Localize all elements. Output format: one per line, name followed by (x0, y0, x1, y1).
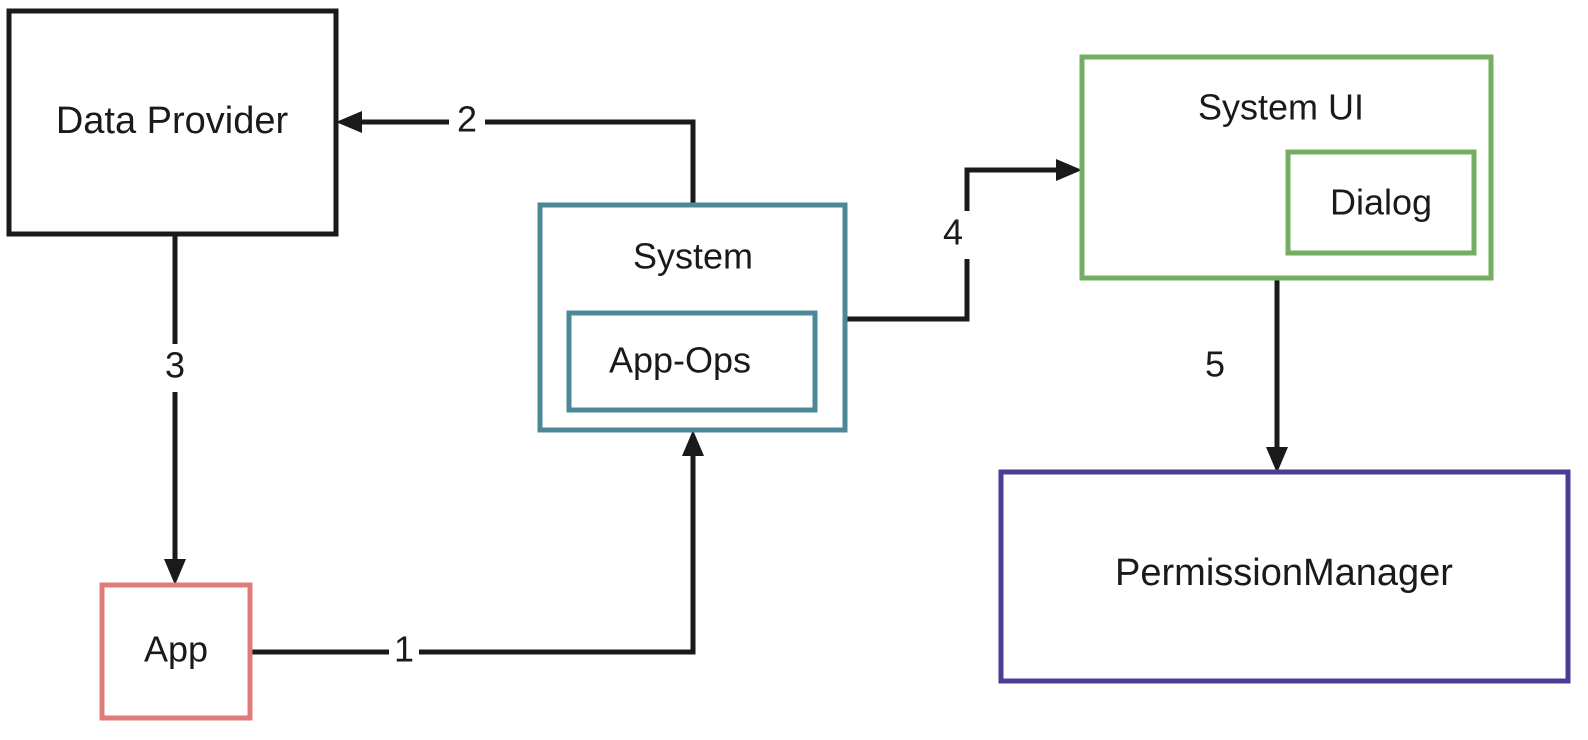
edge-line-2 (344, 119, 696, 205)
node-label-system: System (633, 236, 753, 277)
arrowhead-5 (1266, 447, 1288, 473)
node-box-app[interactable] (99, 582, 253, 721)
node-label-permission-manager: PermissionManager (1115, 552, 1453, 594)
edge-line-1 (252, 438, 696, 655)
arrowhead-4 (1056, 159, 1082, 181)
node-label-system-ui: System UI (1198, 87, 1364, 128)
edge-label-4: 4 (943, 212, 963, 253)
arrowhead-3 (164, 559, 186, 585)
node-label-app: App (144, 629, 208, 670)
edge-labels-layer: 1 2 3 4 5 (160, 99, 1225, 674)
node-app-ops[interactable]: App-Ops (566, 310, 818, 413)
edge-label-2: 2 (457, 99, 477, 140)
edge-label-group-1: 1 (389, 629, 419, 674)
node-app[interactable]: App (99, 582, 253, 721)
node-box-app-ops[interactable] (566, 310, 818, 413)
edge-label-backdrop-4 (936, 211, 970, 259)
node-dialog[interactable]: Dialog (1285, 149, 1477, 256)
edge-label-1: 1 (394, 629, 414, 670)
node-permission-manager[interactable]: PermissionManager (998, 469, 1571, 684)
edge-label-backdrop-2 (449, 100, 485, 144)
node-data-provider[interactable]: Data Provider (6, 8, 339, 237)
edge-data-provider-to-app (164, 234, 186, 585)
node-label-data-provider: Data Provider (56, 100, 289, 142)
edge-system-to-data-provider (336, 111, 696, 205)
node-box-data-provider[interactable] (6, 8, 339, 237)
node-label-app-ops: App-Ops (609, 340, 751, 381)
edge-system-ui-to-permission-manager (1266, 278, 1288, 473)
edge-label-backdrop-1 (389, 630, 419, 674)
arrowhead-2 (336, 111, 362, 133)
edge-label-group-5: 5 (1205, 344, 1225, 385)
edge-label-5: 5 (1205, 344, 1225, 385)
node-box-dialog[interactable] (1285, 149, 1477, 256)
node-box-permission-manager[interactable] (998, 469, 1571, 684)
node-label-dialog: Dialog (1330, 182, 1432, 223)
edge-label-backdrop-3 (160, 344, 190, 392)
arrowhead-1 (682, 430, 704, 456)
edge-label-3: 3 (165, 345, 185, 386)
edge-app-to-system (252, 430, 704, 655)
edge-label-group-3: 3 (160, 344, 190, 392)
edge-label-group-2: 2 (449, 99, 485, 144)
edge-label-group-4: 4 (936, 211, 970, 259)
